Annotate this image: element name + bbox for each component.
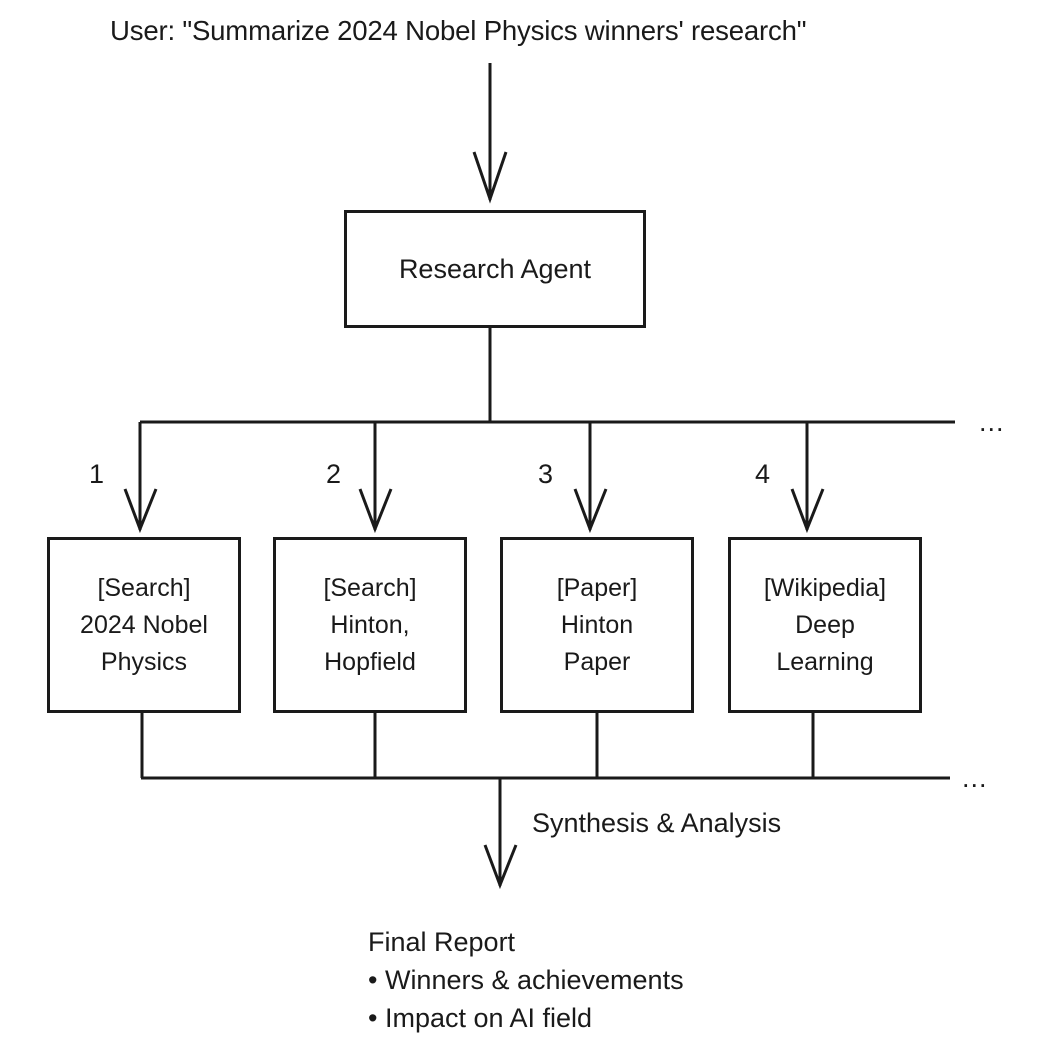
tool-node-search-hinton-hopfield[interactable]: [Search] Hinton, Hopfield bbox=[273, 537, 467, 713]
tool-node-line: Hinton, bbox=[330, 610, 410, 639]
tool-node-line: Learning bbox=[776, 647, 874, 676]
final-report-title: Final Report bbox=[368, 927, 516, 957]
user-prompt-text: User: "Summarize 2024 Nobel Physics winn… bbox=[110, 15, 807, 46]
tool-node-line: [Search] bbox=[97, 573, 191, 602]
tool-node-search-nobel[interactable]: [Search] 2024 Nobel Physics bbox=[47, 537, 241, 713]
tool-node-line: Deep bbox=[795, 610, 855, 639]
final-report-bullet: • Impact on AI field bbox=[368, 1003, 593, 1033]
tool-node-line: [Search] bbox=[323, 573, 417, 602]
branch-number-3: 3 bbox=[538, 459, 554, 489]
tool-node-wikipedia-deep-learning[interactable]: [Wikipedia] Deep Learning bbox=[728, 537, 922, 713]
arrow-user-to-agent-head bbox=[472, 151, 508, 204]
arrow-to-final-report-head bbox=[483, 844, 518, 890]
branch-4-arrowhead bbox=[790, 488, 825, 534]
final-report-bullet: • Winners & achievements bbox=[368, 965, 684, 995]
branch-1-arrowhead bbox=[123, 488, 158, 534]
tool-node-line: [Paper] bbox=[556, 573, 638, 602]
final-report-block: Final Report • Winners & achievements • … bbox=[368, 923, 684, 1037]
research-agent-label: Research Agent bbox=[398, 253, 592, 284]
branch-3-arrowhead bbox=[573, 488, 608, 534]
fanout-ellipsis: ... bbox=[979, 407, 1005, 437]
research-agent-node[interactable]: Research Agent bbox=[344, 210, 646, 328]
tool-node-paper-hinton[interactable]: [Paper] Hinton Paper bbox=[500, 537, 694, 713]
tool-node-line: [Wikipedia] bbox=[763, 573, 887, 602]
tool-node-line: Hopfield bbox=[324, 647, 416, 676]
tool-node-line: 2024 Nobel bbox=[80, 610, 208, 639]
branch-number-1: 1 bbox=[89, 459, 105, 489]
synthesis-label: Synthesis & Analysis bbox=[532, 808, 782, 838]
tool-node-line: Hinton bbox=[560, 610, 634, 639]
merge-ellipsis: ... bbox=[962, 763, 988, 793]
branch-number-4: 4 bbox=[755, 459, 771, 489]
branch-number-2: 2 bbox=[326, 459, 342, 489]
tool-node-line: Paper bbox=[563, 647, 631, 676]
branch-2-arrowhead bbox=[358, 488, 393, 534]
tool-node-line: Physics bbox=[100, 647, 188, 676]
